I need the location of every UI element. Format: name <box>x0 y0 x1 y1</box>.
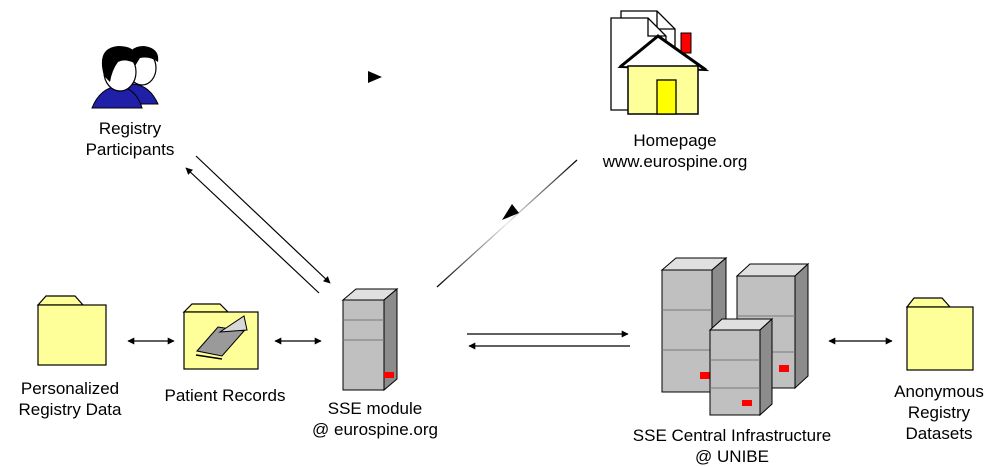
participants-label-line1: Registry <box>98 119 162 138</box>
anonymous-datasets-label: Anonymous Registry Datasets <box>882 381 996 444</box>
arrowhead-homepage-to-module <box>502 204 519 220</box>
patient-records-label: Patient Records <box>145 385 305 406</box>
personalized-data-label-line1: Personalized <box>20 379 120 398</box>
people-icon <box>91 46 159 109</box>
sse-module-label: SSE module @ eurospine.org <box>300 398 450 440</box>
anonymous-datasets-label-line2: Registry <box>907 403 971 422</box>
patient-records-icon <box>182 303 259 370</box>
arrow-participants-to-module <box>195 155 331 284</box>
folder-icon-anonymous <box>905 297 974 371</box>
folder-icon <box>36 295 107 366</box>
connectors <box>127 71 893 350</box>
patient-records-label-line1: Patient Records <box>164 386 286 405</box>
personalized-data-label: Personalized Registry Data <box>5 378 135 420</box>
homepage-label-line2: www.eurospine.org <box>602 152 748 171</box>
sse-module-label-line2: @ eurospine.org <box>312 420 438 439</box>
arrowhead-participants-to-homepage <box>368 71 382 83</box>
sse-module-label-line1: SSE module <box>327 399 423 418</box>
participants-label: Registry Participants <box>70 118 190 160</box>
homepage-icon <box>610 10 710 115</box>
central-infra-label-line2: @ UNIBE <box>695 447 769 466</box>
personalized-data-label-line2: Registry Data <box>18 400 122 419</box>
homepage-label-line1: Homepage <box>633 131 717 150</box>
arrow-module-to-participants <box>185 167 320 294</box>
server-icon <box>341 287 399 392</box>
central-infra-label: SSE Central Infrastructure @ UNIBE <box>604 425 860 467</box>
central-infra-label-line1: SSE Central Infrastructure <box>632 426 832 445</box>
anonymous-datasets-label-line3: Datasets <box>905 424 973 443</box>
participants-label-line2: Participants <box>85 140 175 159</box>
homepage-label: Homepage www.eurospine.org <box>590 130 760 172</box>
anonymous-datasets-label-line1: Anonymous <box>894 382 984 401</box>
server-cluster-icon <box>660 256 810 417</box>
arrow-homepage-to-module <box>436 159 578 288</box>
